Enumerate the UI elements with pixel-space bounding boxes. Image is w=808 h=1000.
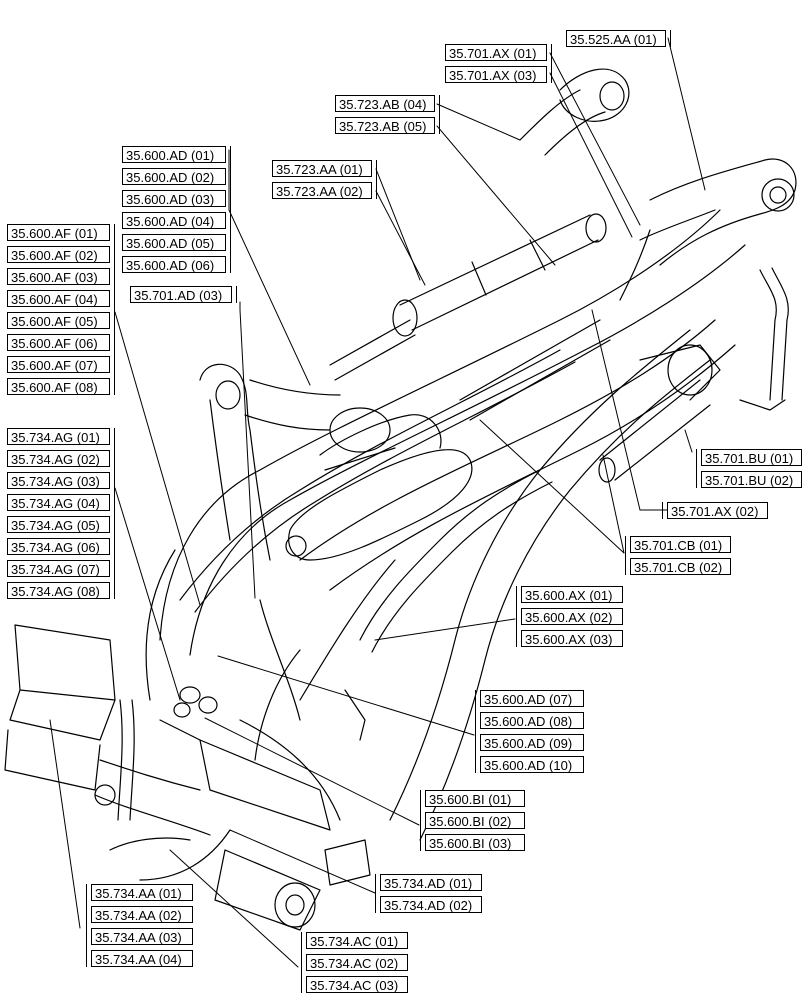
- callout-label: 35.734.AG (06): [7, 538, 110, 555]
- callout-group-35-734-ac: 35.734.AC (01) 35.734.AC (02) 35.734.AC …: [301, 932, 408, 993]
- callout-group-35-701-ax-top: 35.701.AX (01) 35.701.AX (03): [445, 44, 552, 83]
- leader-lines: [49, 37, 706, 968]
- bracket: [475, 690, 479, 773]
- callout-group-35-723-ab: 35.723.AB (04) 35.723.AB (05): [335, 95, 440, 134]
- bracket: [625, 536, 629, 575]
- callout-group-35-600-af: 35.600.AF (01) 35.600.AF (02) 35.600.AF …: [7, 224, 115, 395]
- bracket: [375, 874, 379, 913]
- callout-group-35-701-bu: 35.701.BU (01) 35.701.BU (02): [696, 449, 802, 488]
- callout-group-35-600-ad-top: 35.600.AD (01) 35.600.AD (02) 35.600.AD …: [122, 146, 231, 273]
- callout-label: 35.701.CB (02): [630, 558, 731, 575]
- callout-label: 35.600.AX (02): [521, 608, 623, 625]
- callout-group-35-723-aa: 35.723.AA (01) 35.723.AA (02): [272, 160, 377, 199]
- bracket: [516, 586, 520, 647]
- callout-label: 35.600.AD (08): [480, 712, 584, 729]
- callout-label: 35.600.AF (08): [7, 378, 110, 395]
- hydraulic-lines: [179, 229, 789, 653]
- bracket: [667, 30, 671, 47]
- callout-group-35-701-ax-mid: 35.701.AX (02): [662, 502, 768, 519]
- bracket: [662, 502, 666, 519]
- callout-label: 35.600.AF (03): [7, 268, 110, 285]
- bracket: [86, 884, 90, 967]
- callout-label: 35.701.BU (01): [701, 449, 802, 466]
- lift-cylinder: [459, 319, 721, 483]
- callout-label: 35.600.AF (07): [7, 356, 110, 373]
- callout-label: 35.723.AA (01): [272, 160, 372, 177]
- callout-label: 35.734.AA (04): [91, 950, 193, 967]
- callout-label: 35.600.BI (01): [425, 790, 525, 807]
- callout-label: 35.734.AG (01): [7, 428, 110, 445]
- callout-label: 35.600.AD (05): [122, 234, 226, 251]
- callout-label: 35.734.AG (08): [7, 582, 110, 599]
- callout-label: 35.600.AD (04): [122, 212, 226, 229]
- lower-frame: [4, 599, 371, 931]
- callout-label: 35.701.AX (03): [445, 66, 547, 83]
- callout-group-35-734-aa: 35.734.AA (01) 35.734.AA (02) 35.734.AA …: [86, 884, 193, 967]
- bracket: [233, 286, 237, 303]
- callout-label: 35.734.AG (04): [7, 494, 110, 511]
- callout-label: 35.734.AG (07): [7, 560, 110, 577]
- callout-label: 35.600.AD (03): [122, 190, 226, 207]
- callout-group-35-734-ad: 35.734.AD (01) 35.734.AD (02): [375, 874, 482, 913]
- callout-group-35-600-ad-bottom: 35.600.AD (07) 35.600.AD (08) 35.600.AD …: [475, 690, 584, 773]
- callout-label: 35.701.BU (02): [701, 471, 802, 488]
- callout-label: 35.600.AX (01): [521, 586, 623, 603]
- callout-label: 35.600.AF (02): [7, 246, 110, 263]
- callout-label: 35.701.AX (02): [667, 502, 768, 519]
- callout-group-35-701-ad: 35.701.AD (03): [130, 286, 237, 303]
- callout-label: 35.734.AA (02): [91, 906, 193, 923]
- callout-label: 35.600.AD (10): [480, 756, 584, 773]
- callout-label: 35.525.AA (01): [566, 30, 666, 47]
- callout-label: 35.734.AD (02): [380, 896, 482, 913]
- callout-label: 35.734.AC (01): [306, 932, 408, 949]
- bracket: [548, 44, 552, 83]
- bracket: [420, 790, 424, 851]
- callout-label: 35.734.AC (03): [306, 976, 408, 993]
- callout-label: 35.600.AF (04): [7, 290, 110, 307]
- callout-label: 35.701.AX (01): [445, 44, 547, 61]
- callout-label: 35.734.AC (02): [306, 954, 408, 971]
- callout-label: 35.723.AB (05): [335, 117, 435, 134]
- callout-label: 35.600.AD (06): [122, 256, 226, 273]
- loader-boom-arm: [145, 68, 797, 841]
- callout-group-35-701-cb: 35.701.CB (01) 35.701.CB (02): [625, 536, 731, 575]
- callout-label: 35.734.AG (03): [7, 472, 110, 489]
- callout-label: 35.701.CB (01): [630, 536, 731, 553]
- callout-label: 35.734.AD (01): [380, 874, 482, 891]
- upper-tilt-cylinder: [329, 213, 607, 381]
- bracket: [373, 160, 377, 199]
- callout-label: 35.701.AD (03): [130, 286, 232, 303]
- callout-label: 35.600.AF (01): [7, 224, 110, 241]
- callout-group-35-600-ax: 35.600.AX (01) 35.600.AX (02) 35.600.AX …: [516, 586, 623, 647]
- callout-label: 35.734.AG (05): [7, 516, 110, 533]
- bracket: [301, 932, 305, 993]
- callout-label: 35.600.AX (03): [521, 630, 623, 647]
- bracket: [696, 449, 700, 488]
- callout-label: 35.734.AA (01): [91, 884, 193, 901]
- callout-group-35-525-aa: 35.525.AA (01): [566, 30, 671, 47]
- callout-label: 35.600.AD (07): [480, 690, 584, 707]
- callout-label: 35.600.AF (05): [7, 312, 110, 329]
- bracket: [111, 428, 115, 599]
- bracket: [111, 224, 115, 395]
- callout-label: 35.600.AD (09): [480, 734, 584, 751]
- callout-label: 35.723.AB (04): [335, 95, 435, 112]
- callout-label: 35.723.AA (02): [272, 182, 372, 199]
- callout-label: 35.600.AD (02): [122, 168, 226, 185]
- callout-group-35-734-ag: 35.734.AG (01) 35.734.AG (02) 35.734.AG …: [7, 428, 115, 599]
- callout-label: 35.734.AA (03): [91, 928, 193, 945]
- bracket: [436, 95, 440, 134]
- callout-label: 35.734.AG (02): [7, 450, 110, 467]
- callout-label: 35.600.AF (06): [7, 334, 110, 351]
- callout-label: 35.600.BI (02): [425, 812, 525, 829]
- bracket: [227, 146, 231, 273]
- callout-group-35-600-bi: 35.600.BI (01) 35.600.BI (02) 35.600.BI …: [420, 790, 525, 851]
- callout-label: 35.600.AD (01): [122, 146, 226, 163]
- callout-label: 35.600.BI (03): [425, 834, 525, 851]
